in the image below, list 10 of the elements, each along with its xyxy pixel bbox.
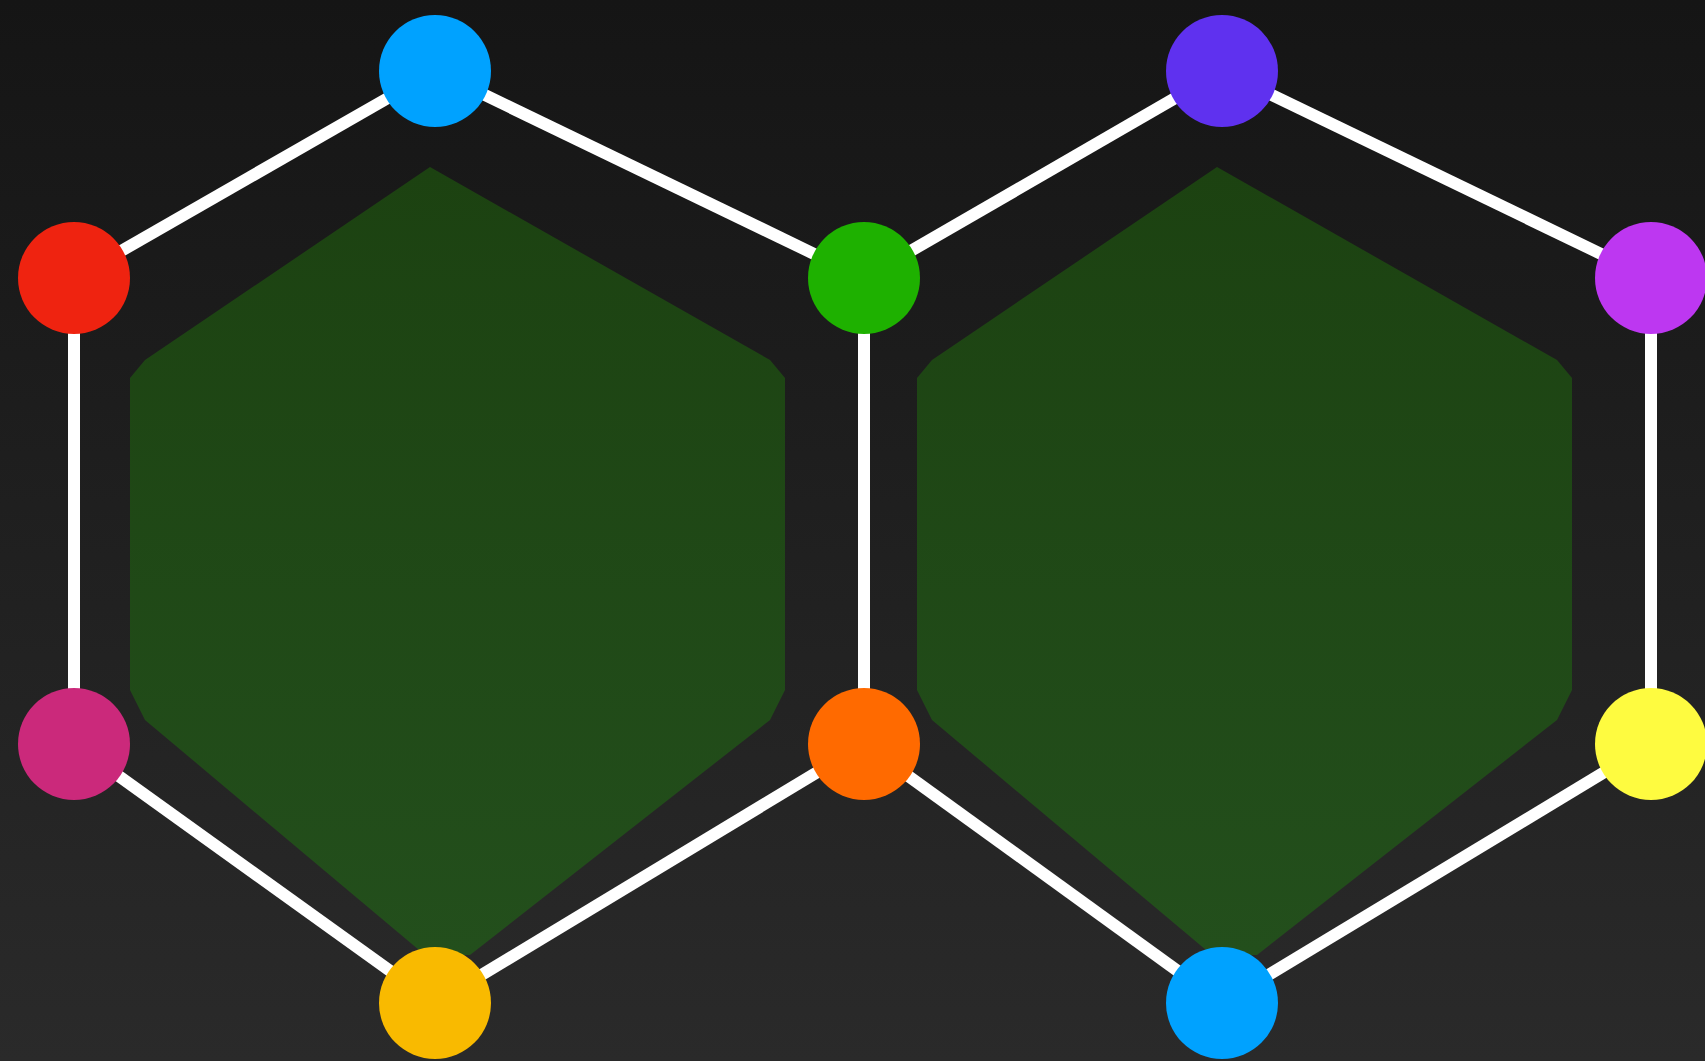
connector-line: [117, 92, 392, 257]
connector-line: [1645, 332, 1657, 690]
connector-line: [114, 770, 395, 977]
connector-line: [858, 332, 870, 690]
connector-line: [907, 92, 1179, 257]
connector-line: [1265, 766, 1608, 981]
connector-line: [904, 770, 1182, 977]
connector-line: [68, 332, 80, 690]
connector-line: [481, 89, 818, 260]
connector-line: [1268, 89, 1605, 260]
